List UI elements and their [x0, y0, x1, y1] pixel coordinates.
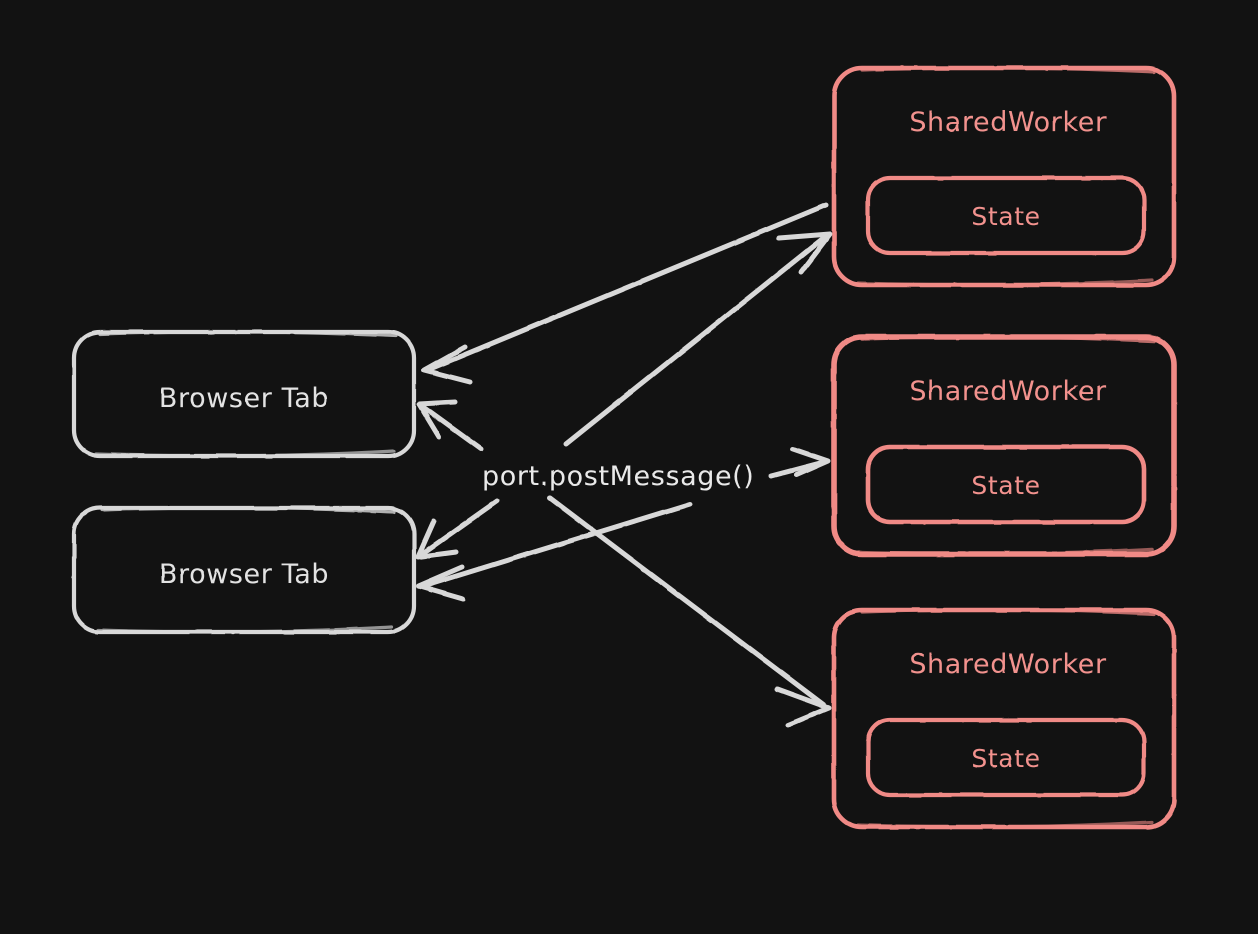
- browser-tab-2-frame: [71, 505, 417, 635]
- browser-tab-2[interactable]: Browser Tab: [71, 505, 417, 635]
- shared-worker-1-state-label: State: [971, 202, 1040, 231]
- shared-worker-1-frame: [831, 65, 1177, 288]
- shared-worker-1[interactable]: SharedWorker State: [831, 65, 1177, 288]
- shared-worker-2-state-label: State: [971, 471, 1040, 500]
- arrows-group: [415, 202, 833, 728]
- edge-center-to-worker2: [768, 446, 831, 479]
- edge-center-to-worker1: [563, 231, 833, 447]
- shared-worker-1-state[interactable]: State: [865, 175, 1147, 256]
- edge-center-to-worker3: [547, 495, 832, 728]
- shared-worker-2-state-frame: [865, 444, 1147, 525]
- edge-center-to-tab1: [416, 399, 484, 452]
- browser-tab-1[interactable]: Browser Tab: [71, 329, 417, 459]
- edge-worker1-to-tab1: [421, 202, 829, 385]
- shared-worker-2-frame: [831, 334, 1177, 557]
- shared-worker-3-state-label: State: [971, 744, 1040, 773]
- shared-worker-3-frame: [831, 607, 1177, 830]
- shared-worker-3-state[interactable]: State: [865, 717, 1147, 798]
- shared-worker-1-state-frame: [865, 175, 1147, 256]
- edge-worker3-to-tab2: [415, 501, 693, 602]
- shared-worker-2-label: SharedWorker: [909, 376, 1107, 407]
- browser-tab-1-label: Browser Tab: [159, 383, 329, 414]
- shared-worker-3-state-frame: [865, 717, 1147, 798]
- shared-worker-3-label: SharedWorker: [909, 649, 1107, 680]
- port-post-message-label: port.postMessage(): [482, 461, 754, 492]
- browser-tab-1-frame: [71, 329, 417, 459]
- shared-worker-2[interactable]: SharedWorker State: [831, 334, 1177, 557]
- shared-worker-2-state[interactable]: State: [865, 444, 1147, 525]
- edge-label-group: port.postMessage(): [482, 461, 754, 492]
- edge-center-to-tab2: [415, 498, 500, 560]
- browser-tab-2-label: Browser Tab: [159, 559, 329, 590]
- shared-worker-3[interactable]: SharedWorker State: [831, 607, 1177, 830]
- shared-worker-1-label: SharedWorker: [909, 107, 1107, 138]
